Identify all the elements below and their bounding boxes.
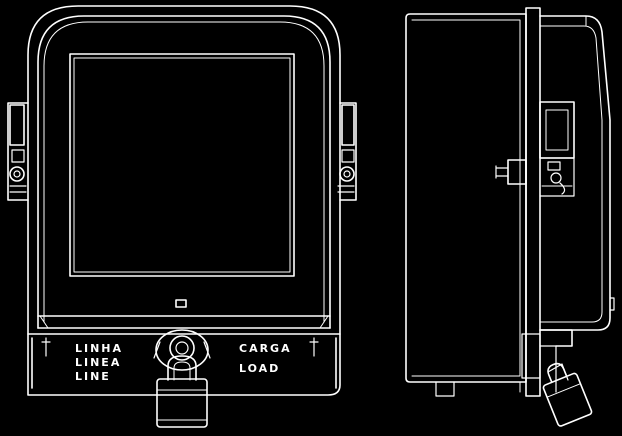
rear-base-plate	[405, 13, 527, 383]
front-housing-rim	[37, 15, 331, 329]
side-cover-profile	[539, 15, 611, 331]
window-tab	[175, 299, 187, 308]
right-mounting-bracket	[337, 102, 357, 201]
front-housing-outline	[27, 5, 341, 396]
label-load-pt: CARGA	[239, 342, 292, 355]
viewing-window	[69, 53, 295, 277]
side-terminal-block	[435, 329, 573, 397]
side-flange	[525, 7, 541, 397]
label-line-en: LINE	[75, 370, 111, 383]
seal-ring	[153, 329, 211, 371]
label-line-pt: LINHA	[75, 342, 123, 355]
front-view	[7, 5, 357, 428]
line-terminal-marker	[41, 337, 51, 357]
load-terminal-marker	[309, 337, 319, 357]
side-mounting-bracket	[539, 101, 575, 197]
terminal-cover	[31, 337, 337, 389]
label-load-en: LOAD	[239, 362, 280, 375]
left-mounting-bracket	[7, 102, 29, 201]
padlock-icon	[156, 355, 208, 428]
side-view	[405, 7, 615, 427]
side-connector	[495, 159, 527, 185]
side-padlock-icon	[542, 362, 593, 427]
label-line-es: LINEA	[75, 356, 121, 369]
